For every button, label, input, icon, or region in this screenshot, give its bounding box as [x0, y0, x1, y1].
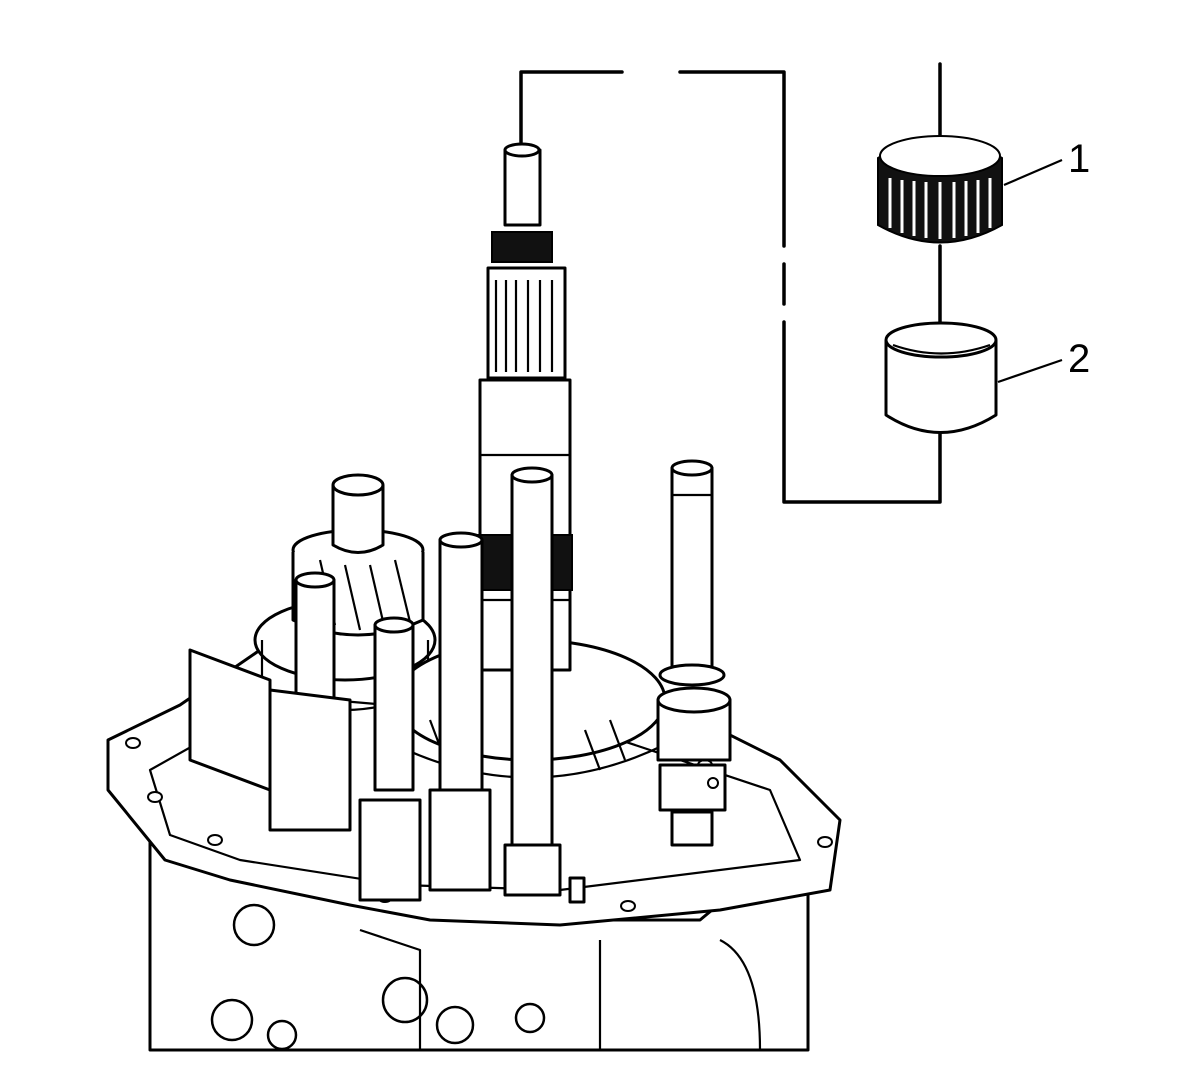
callout-leader-1 — [1003, 158, 1063, 187]
callout-label-1: 1 — [1068, 137, 1090, 181]
callout-leader-2 — [997, 358, 1063, 384]
needle-bearing-icon — [877, 62, 1003, 332]
bearing-sleeve-icon — [884, 321, 998, 434]
shift-fork-assembly — [188, 648, 586, 904]
selector-shaft — [656, 459, 732, 847]
callout-label-2: 2 — [1068, 337, 1090, 381]
assembly-path-line — [519, 70, 942, 504]
shift-rails — [294, 466, 554, 862]
